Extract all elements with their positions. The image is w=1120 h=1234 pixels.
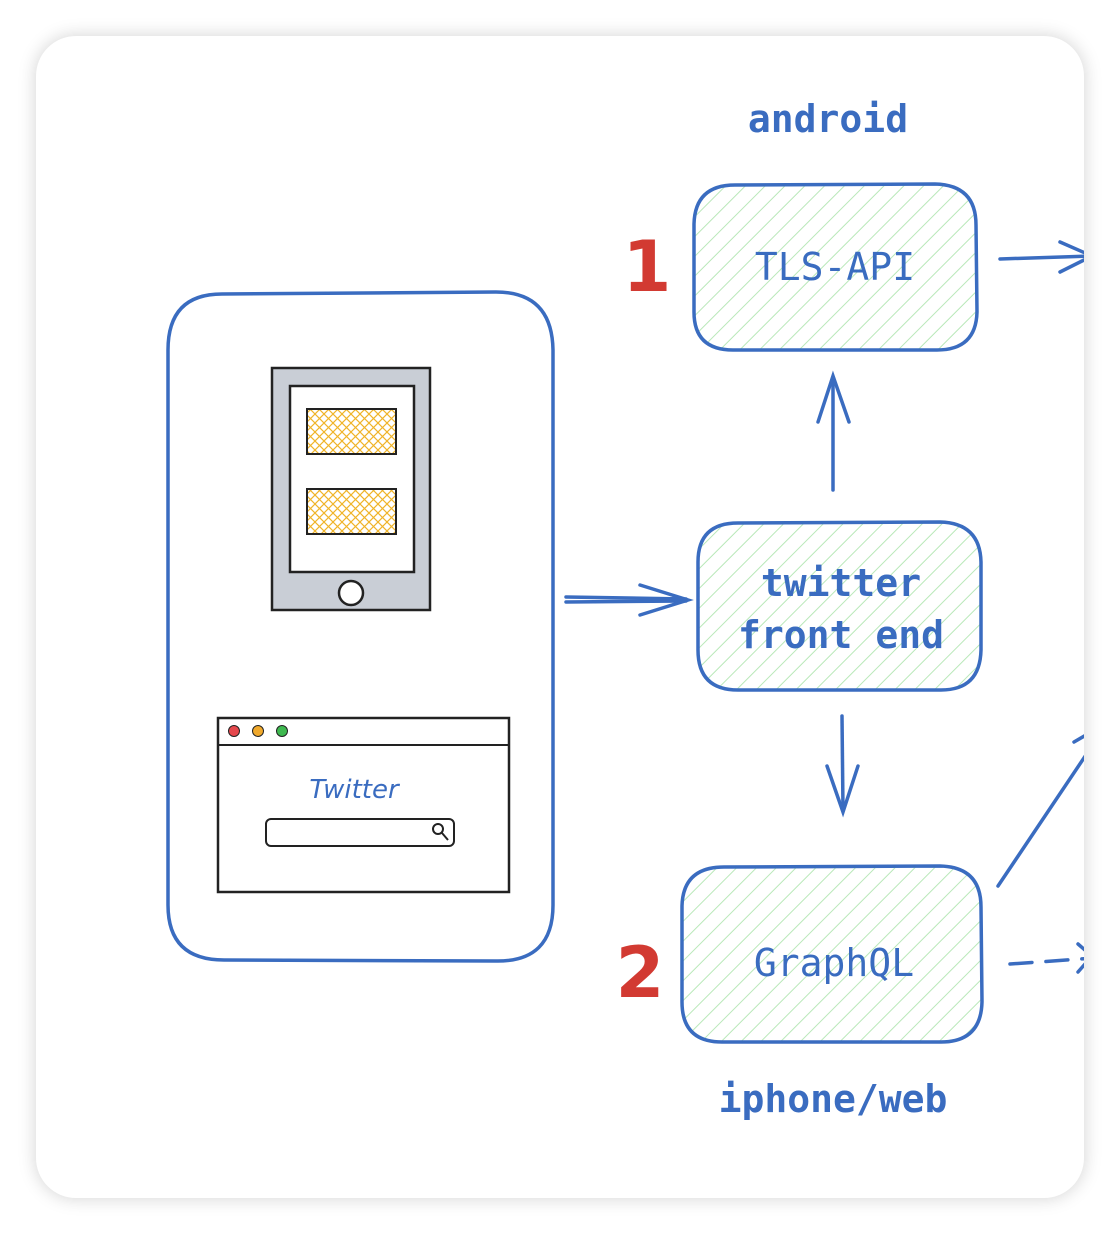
arrow-client-to-frontend (564, 583, 694, 617)
marker-1: 1 (623, 226, 672, 308)
arrow-graphql-dashed-out (1008, 942, 1084, 974)
iphone-web-label: iphone/web (719, 1077, 948, 1121)
mobile-phone-icon (270, 366, 432, 612)
client-container (166, 290, 555, 963)
graphql-box (680, 864, 984, 1044)
arrow-graphql-diagonal-out (996, 726, 1084, 888)
browser-minimize-dot (252, 725, 264, 737)
front-end-box (696, 520, 983, 692)
browser-search-input (265, 818, 455, 847)
front-end-label-line2: front end (738, 613, 944, 657)
arrow-tls-api-out (998, 240, 1084, 274)
browser-title-text: Twitter (309, 775, 401, 805)
arrow-frontend-to-tls-api (816, 370, 851, 492)
marker-2: 2 (616, 932, 665, 1014)
tls-api-label: TLS-API (755, 245, 915, 289)
browser-window-icon: Twitter (216, 716, 511, 894)
browser-close-dot (228, 725, 240, 737)
android-label: android (748, 97, 908, 141)
tls-api-box (692, 182, 979, 352)
front-end-label-line1: twitter (761, 561, 921, 605)
arrow-frontend-to-graphql (825, 714, 860, 818)
browser-maximize-dot (276, 725, 288, 737)
graphql-label: GraphQL (754, 941, 914, 985)
search-icon (432, 823, 449, 841)
